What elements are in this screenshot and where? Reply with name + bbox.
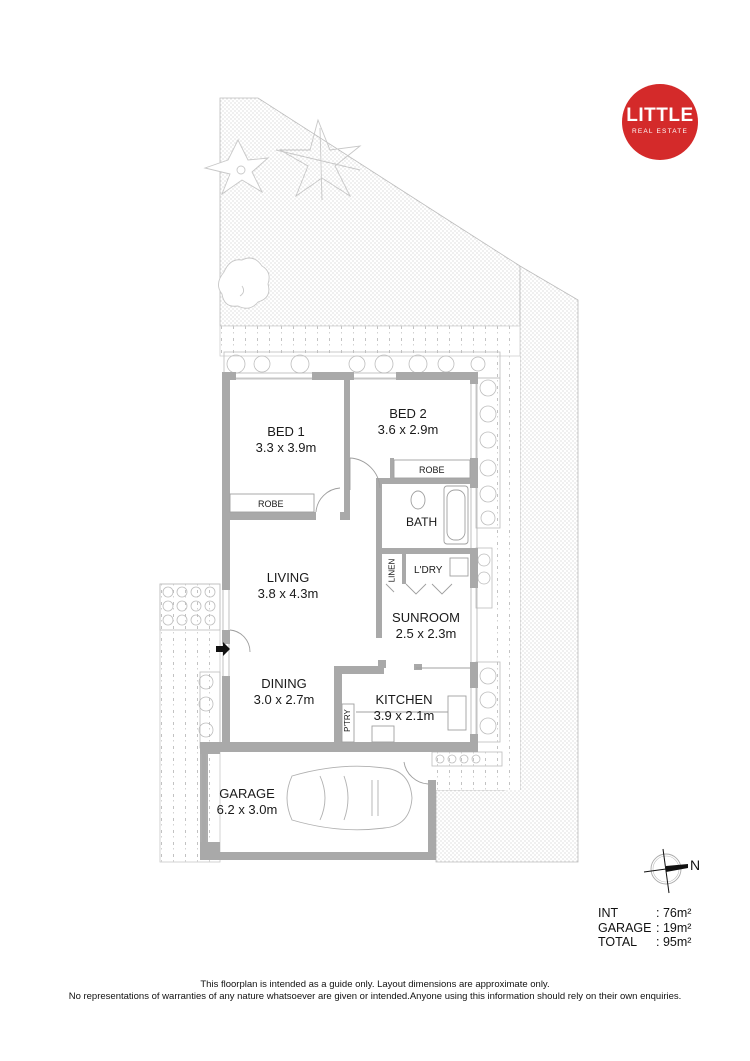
room-dims: 3.6 x 2.9m bbox=[377, 422, 439, 437]
room-dims: 6.2 x 3.0m bbox=[216, 802, 278, 817]
paved-path bbox=[159, 325, 521, 863]
laundry-label: L'DRY bbox=[414, 565, 443, 576]
robe-bed1-label: ROBE bbox=[258, 499, 284, 509]
disclaimer-line-1: This floorplan is intended as a guide on… bbox=[200, 979, 550, 990]
room-name: KITCHEN bbox=[375, 692, 433, 707]
room-bed2: BED 2 3.6 x 2.9m bbox=[366, 406, 450, 438]
robe-bed2-label: ROBE bbox=[419, 465, 445, 475]
house-walls bbox=[200, 372, 478, 860]
room-dims: 3.9 x 2.1m bbox=[373, 708, 435, 723]
room-dining: DINING 3.0 x 2.7m bbox=[242, 676, 326, 708]
area-summary: INT : 76m² GARAGE : 19m² TOTAL : 95m² bbox=[598, 906, 691, 950]
compass-north-label: N bbox=[690, 857, 701, 873]
area-value: : 19m² bbox=[656, 920, 692, 935]
area-row-total: TOTAL : 95m² bbox=[598, 935, 691, 950]
room-sunroom: SUNROOM 2.5 x 2.3m bbox=[384, 610, 468, 642]
area-value: : 95m² bbox=[656, 935, 692, 949]
car-outline-icon bbox=[286, 765, 413, 831]
room-dims: 3.8 x 4.3m bbox=[257, 586, 319, 601]
room-kitchen: KITCHEN 3.9 x 2.1m bbox=[362, 692, 446, 724]
room-name: BED 2 bbox=[389, 406, 427, 421]
area-row-int: INT : 76m² bbox=[598, 906, 691, 921]
door-swings bbox=[229, 457, 453, 785]
brand-logo: LITTLE REAL ESTATE bbox=[622, 84, 698, 160]
pantry-label: P'TRY bbox=[342, 709, 352, 732]
room-living: LIVING 3.8 x 4.3m bbox=[246, 570, 330, 602]
logo-sub-text: REAL ESTATE bbox=[631, 128, 689, 135]
area-key: INT bbox=[598, 906, 619, 920]
fixtures bbox=[229, 459, 471, 743]
room-name: LIVING bbox=[266, 570, 310, 585]
disclaimer: This floorplan is intended as a guide on… bbox=[0, 979, 750, 1002]
room-dims: 3.3 x 3.9m bbox=[255, 440, 317, 455]
area-key: TOTAL bbox=[598, 935, 638, 949]
entry-arrow-icon bbox=[216, 642, 230, 656]
disclaimer-line-2: No representations of warranties of any … bbox=[68, 990, 682, 1002]
linen-label: LINEN bbox=[387, 558, 397, 583]
room-name: SUNROOM bbox=[392, 610, 460, 625]
area-key: GARAGE bbox=[598, 920, 652, 935]
room-bed1: BED 1 3.3 x 3.9m bbox=[244, 424, 328, 456]
room-name: GARAGE bbox=[219, 786, 275, 801]
room-dims: 3.0 x 2.7m bbox=[253, 692, 315, 707]
area-value: : 76m² bbox=[656, 906, 692, 920]
garden-beds bbox=[159, 351, 503, 767]
compass-north-arrow-icon bbox=[643, 848, 689, 894]
windows bbox=[200, 372, 478, 842]
room-name: DINING bbox=[261, 676, 307, 691]
room-name: BED 1 bbox=[267, 424, 305, 439]
area-row-garage: GARAGE : 19m² bbox=[598, 921, 691, 936]
bath-label: BATH bbox=[406, 515, 438, 529]
room-dims: 2.5 x 2.3m bbox=[395, 626, 457, 641]
logo-main-text: LITTLE bbox=[626, 105, 694, 126]
room-garage: GARAGE 6.2 x 3.0m bbox=[210, 786, 284, 818]
tree-decorations bbox=[203, 118, 362, 309]
